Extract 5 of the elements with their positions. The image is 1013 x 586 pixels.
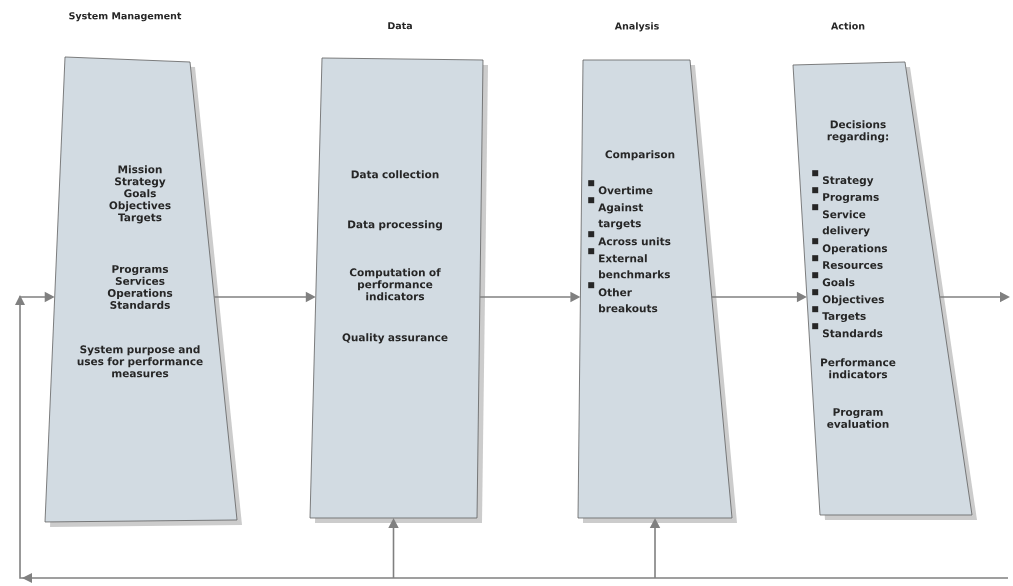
column-heading: Data [388, 22, 412, 30]
column-heading: Action [831, 22, 865, 30]
arrow [388, 518, 399, 579]
column-heading: System Management [69, 12, 182, 22]
column-heading: Analysis [614, 22, 659, 32]
